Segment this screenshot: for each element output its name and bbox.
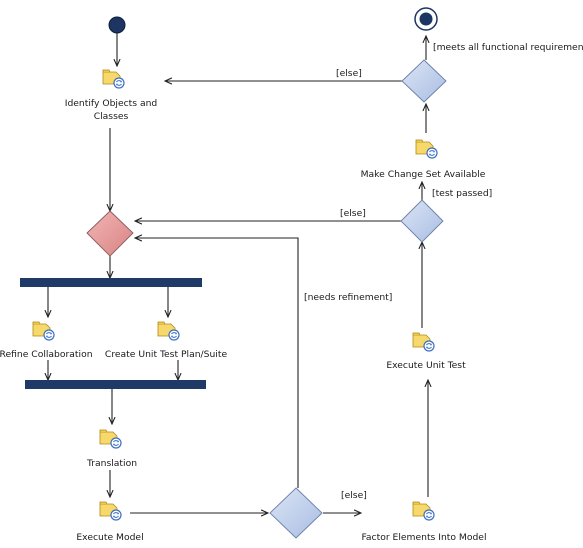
guard-test-passed: [test passed] <box>432 188 492 199</box>
fork-bar <box>20 278 202 287</box>
decision-node-top <box>401 59 447 103</box>
initial-node <box>108 16 126 34</box>
guard-else-top: [else] <box>336 68 362 79</box>
final-node <box>414 7 438 31</box>
execute-test-action-icon <box>412 332 435 352</box>
create-test-label: Create Unit Test Plan/Suite <box>105 349 228 360</box>
refine-label: Refine Collaboration <box>0 349 93 360</box>
guard-needs-refinement: [needs refinement] <box>304 292 392 303</box>
identify-label-line2: Classes <box>94 111 129 122</box>
execute-model-action-icon <box>99 501 122 521</box>
guard-meets-requirements: [meets all functional requirements] <box>433 42 583 53</box>
factor-action-icon <box>412 501 435 521</box>
identify-action-icon <box>102 69 125 89</box>
identify-label-line1: Identify Objects and <box>65 98 158 109</box>
create-test-action-icon <box>157 321 180 341</box>
make-change-action-icon <box>415 139 438 159</box>
refine-action-icon <box>32 321 55 341</box>
edge-needs-refinement <box>135 238 299 488</box>
merge-node <box>86 210 134 257</box>
make-change-label: Make Change Set Available <box>361 169 486 180</box>
join-bar <box>25 380 206 389</box>
factor-label: Factor Elements Into Model <box>361 532 486 543</box>
translation-label: Translation <box>86 458 137 469</box>
guard-else-mid: [else] <box>340 208 366 219</box>
decision-node-bottom <box>269 487 323 539</box>
execute-test-label: Execute Unit Test <box>386 360 466 371</box>
decision-node-mid <box>400 199 444 243</box>
execute-model-label: Execute Model <box>76 532 143 543</box>
translation-action-icon <box>99 429 122 449</box>
guard-else-bottom: [else] <box>341 490 367 501</box>
edges <box>48 33 428 513</box>
